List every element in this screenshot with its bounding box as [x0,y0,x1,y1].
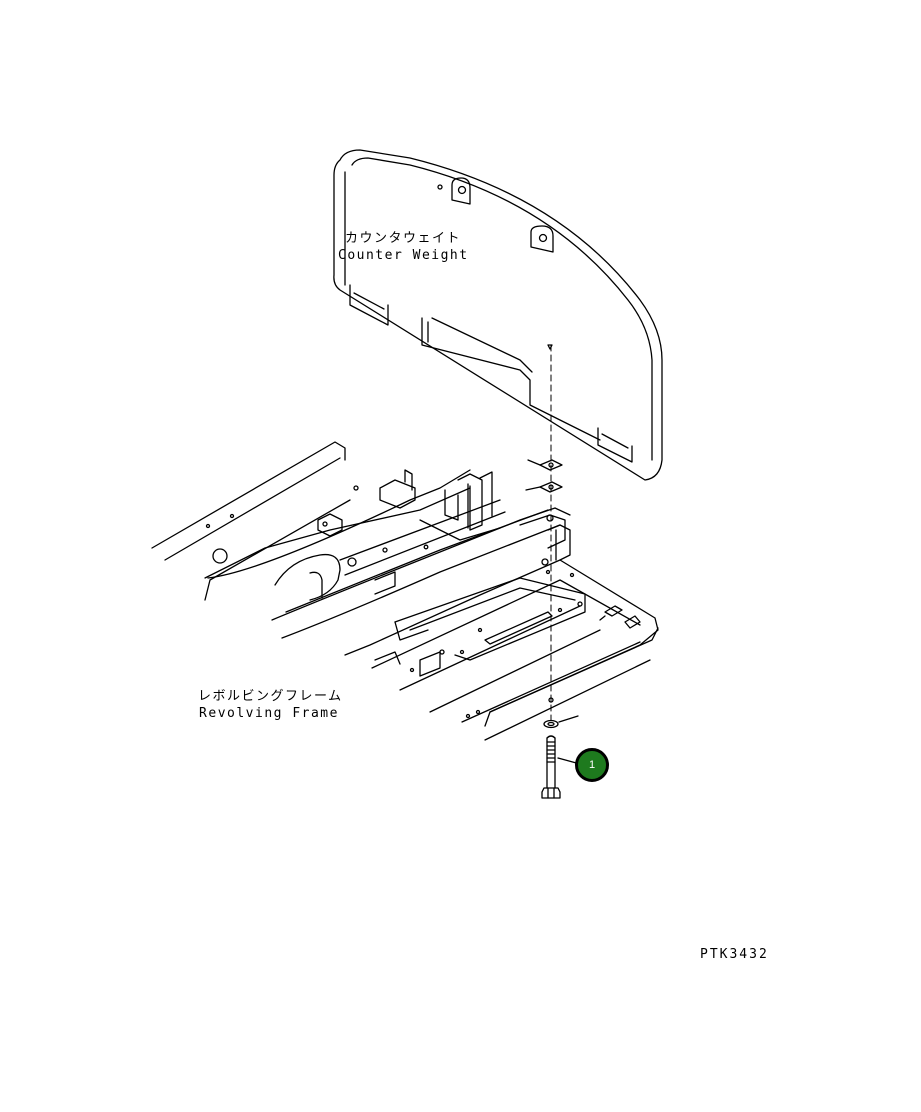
part-callout-1[interactable]: 1 [575,748,609,782]
counter-weight-label-en: Counter Weight [338,248,469,263]
revolving-frame-label: レボルビングフレーム Revolving Frame [198,688,343,722]
counter-weight-part [333,149,663,481]
part-callout-number: 1 [588,759,596,771]
bolt-assembly [541,715,581,799]
counter-weight-label: カウンタウェイト Counter Weight [338,230,468,264]
revolving-frame-label-en: Revolving Frame [199,706,339,721]
revolving-frame-part [151,441,659,741]
drawing-code: PTK3432 [700,947,769,962]
revolving-frame-label-jp: レボルビングフレーム [198,689,343,704]
counter-weight-label-jp: カウンタウェイト [344,231,461,246]
shim-plates [525,459,563,493]
